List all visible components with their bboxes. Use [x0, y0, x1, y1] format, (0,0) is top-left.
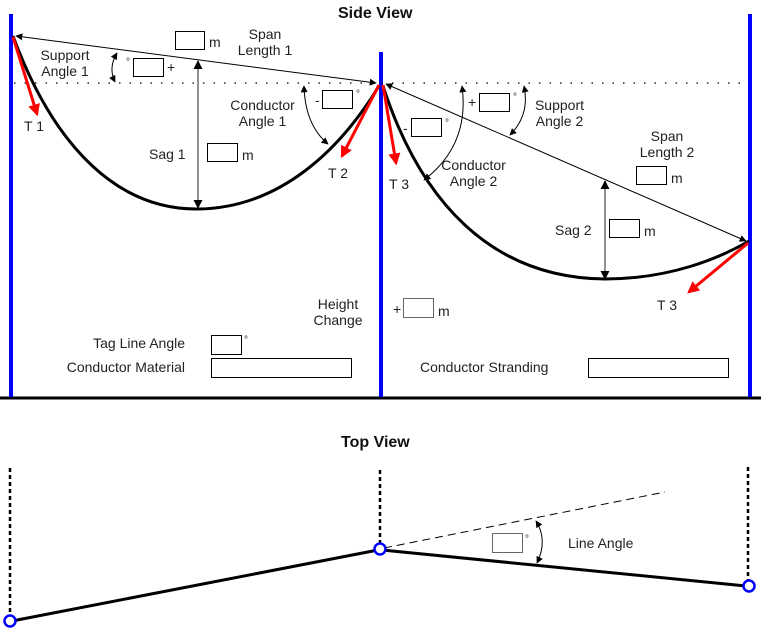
span-length-2-label: Span Length 2 [632, 128, 702, 160]
conductor-angle-1-input[interactable] [322, 90, 353, 109]
span-length-2-unit: m [671, 170, 683, 186]
line-angle-input[interactable] [492, 533, 523, 553]
support-angle-2-unit: ° [513, 92, 517, 103]
conductor-angle-1-arc [300, 85, 329, 145]
conductor-stranding-input[interactable] [588, 358, 729, 378]
height-change-label-line2: Change [313, 312, 363, 328]
line-angle-unit: ° [525, 534, 529, 545]
support-angle-1-label-line1: Support [40, 47, 90, 63]
conductor-angle-2-sign: - [403, 120, 408, 136]
tag-line-angle-input[interactable] [211, 335, 242, 355]
conductor-angle-2-label-line2: Angle 2 [449, 173, 498, 189]
support-angle-1-unit: ° [126, 57, 130, 68]
top-view-span-1 [11, 548, 379, 623]
top-view-pole-middle [373, 542, 387, 556]
support-angle-2-label-line1: Support [534, 97, 585, 113]
conductor-angle-2-input[interactable] [411, 118, 442, 137]
support-angle-2-sign: + [468, 94, 477, 110]
support-angle-2-label-line2: Angle 2 [535, 113, 584, 129]
conductor-span-1 [11, 35, 381, 211]
sag-2-label: Sag 2 [555, 222, 592, 238]
sag-2-input[interactable] [609, 219, 640, 238]
conductor-span-2 [381, 85, 750, 281]
top-view-pole-right [742, 579, 756, 593]
height-change-unit: m [438, 303, 450, 319]
support-angle-1-label-line2: Angle 1 [41, 63, 89, 79]
span-length-2-input[interactable] [636, 166, 667, 185]
tension-t1-label: T 1 [24, 118, 44, 134]
sag-1-unit: m [242, 147, 254, 163]
sag-2-unit: m [644, 223, 656, 239]
tag-line-angle-unit: ° [244, 335, 248, 346]
tension-arrow-t3-mid [381, 84, 401, 166]
sag-1-input[interactable] [207, 143, 238, 162]
height-change-label: Height Change [308, 296, 368, 328]
support-angle-1-label: Support Angle 1 [35, 47, 95, 79]
height-change-input[interactable] [403, 298, 434, 318]
line-angle-label: Line Angle [568, 535, 634, 551]
top-view-title: Top View [341, 434, 410, 451]
span-length-2-label-line2: Length 2 [639, 144, 695, 160]
span-length-1-label-line2: Length 1 [237, 42, 293, 58]
tension-arrow-t3-end [687, 241, 749, 294]
tension-arrow-t1 [11, 36, 40, 117]
conductor-angle-1-unit: ° [356, 89, 360, 100]
top-view-pole-left [3, 614, 17, 628]
conductor-angle-2-unit: ° [445, 118, 449, 129]
span-length-1-label: Span Length 1 [230, 26, 300, 58]
support-angle-2-arc [509, 85, 529, 136]
conductor-material-label: Conductor Material [66, 359, 185, 375]
span-length-1-unit: m [209, 34, 221, 50]
height-change-label-line1: Height [317, 296, 359, 312]
span-length-1-label-line1: Span [248, 26, 282, 42]
support-angle-2-input[interactable] [479, 93, 510, 112]
support-angle-1-arc [109, 52, 118, 83]
top-view-span-2 [381, 548, 747, 588]
span-length-2-label-line1: Span [650, 128, 684, 144]
sag-1-label: Sag 1 [149, 146, 186, 162]
support-angle-1-input[interactable] [133, 58, 164, 77]
support-angle-1-sign: + [167, 59, 176, 75]
conductor-angle-1-label: Conductor Angle 1 [225, 97, 300, 129]
conductor-angle-1-label-line1: Conductor [230, 97, 295, 113]
conductor-material-input[interactable] [211, 358, 352, 378]
side-view-title: Side View [338, 5, 413, 22]
tension-t2-label: T 2 [328, 165, 348, 181]
conductor-angle-2-label: Conductor Angle 2 [436, 157, 511, 189]
conductor-angle-1-label-line2: Angle 1 [238, 113, 287, 129]
conductor-stranding-label: Conductor Stranding [420, 359, 549, 375]
tension-arrow-t2 [340, 84, 381, 159]
tag-line-angle-label: Tag Line Angle [93, 335, 185, 351]
conductor-angle-2-arc [423, 85, 467, 181]
span-1-chord [15, 33, 377, 86]
top-view-line-extension [383, 491, 666, 549]
tension-t3-mid-label: T 3 [389, 176, 409, 192]
tension-t3-end-label: T 3 [657, 297, 677, 313]
span-length-1-input[interactable] [175, 31, 205, 50]
support-angle-2-label: Support Angle 2 [527, 97, 592, 129]
line-angle-arc [535, 520, 543, 564]
conductor-angle-1-sign: - [315, 92, 320, 108]
conductor-angle-2-label-line1: Conductor [441, 157, 506, 173]
height-change-sign: + [393, 301, 402, 317]
